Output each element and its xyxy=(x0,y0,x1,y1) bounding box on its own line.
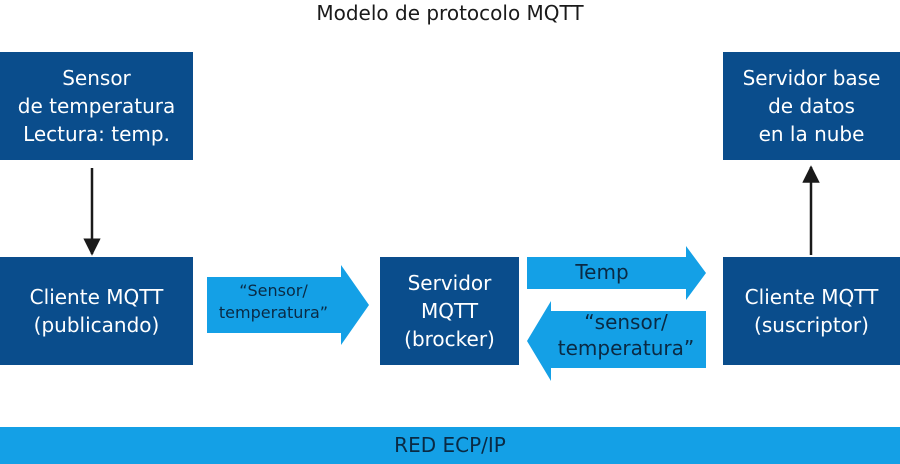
mqtt-client-publisher-box: Cliente MQTT (publicando) xyxy=(0,257,193,365)
network-bar: RED ECP/IP xyxy=(0,427,900,464)
mqtt-client-subscriber-box: Cliente MQTT (suscriptor) xyxy=(723,257,900,365)
publish-arrow xyxy=(207,265,369,345)
subscribe-topic-label: “sensor/ temperatura” xyxy=(551,309,701,361)
temp-forward-arrow xyxy=(527,246,706,300)
publisher-label-line-2: (publicando) xyxy=(33,313,160,337)
diagram-title: Modelo de protocolo MQTT xyxy=(316,1,584,25)
mqtt-broker-box: Servidor MQTT (brocker) xyxy=(380,257,519,365)
publish-topic-line-2: temperatura” xyxy=(218,303,329,322)
broker-label-line-2: MQTT xyxy=(420,299,479,323)
subscribe-topic-line-2: temperatura” xyxy=(557,336,695,360)
subscribe-arrow xyxy=(527,301,706,381)
sensor-label-line-2: de temperatura xyxy=(17,94,176,118)
database-label-line-3: en la nube xyxy=(758,122,865,146)
sensor-box: Sensor de temperatura Lectura: temp. xyxy=(0,52,193,160)
publish-topic-label: “Sensor/ temperatura” xyxy=(207,280,340,324)
sensor-label-line-3: Lectura: temp. xyxy=(23,122,170,146)
broker-label-line-3: (brocker) xyxy=(404,327,495,351)
database-label-line-2: de datos xyxy=(768,94,855,118)
subscriber-label-line-1: Cliente MQTT xyxy=(744,285,879,309)
publisher-label-line-1: Cliente MQTT xyxy=(29,285,164,309)
cloud-database-box: Servidor base de datos en la nube xyxy=(723,52,900,160)
broker-label-line-1: Servidor xyxy=(407,271,492,295)
temp-label: Temp xyxy=(575,260,629,284)
sensor-label-line-1: Sensor xyxy=(62,66,131,90)
publish-topic-line-1: “Sensor/ xyxy=(239,281,308,300)
subscriber-label-line-2: (suscriptor) xyxy=(754,313,869,337)
subscribe-topic-line-1: “sensor/ xyxy=(584,310,668,334)
database-label-line-1: Servidor base xyxy=(742,66,881,90)
